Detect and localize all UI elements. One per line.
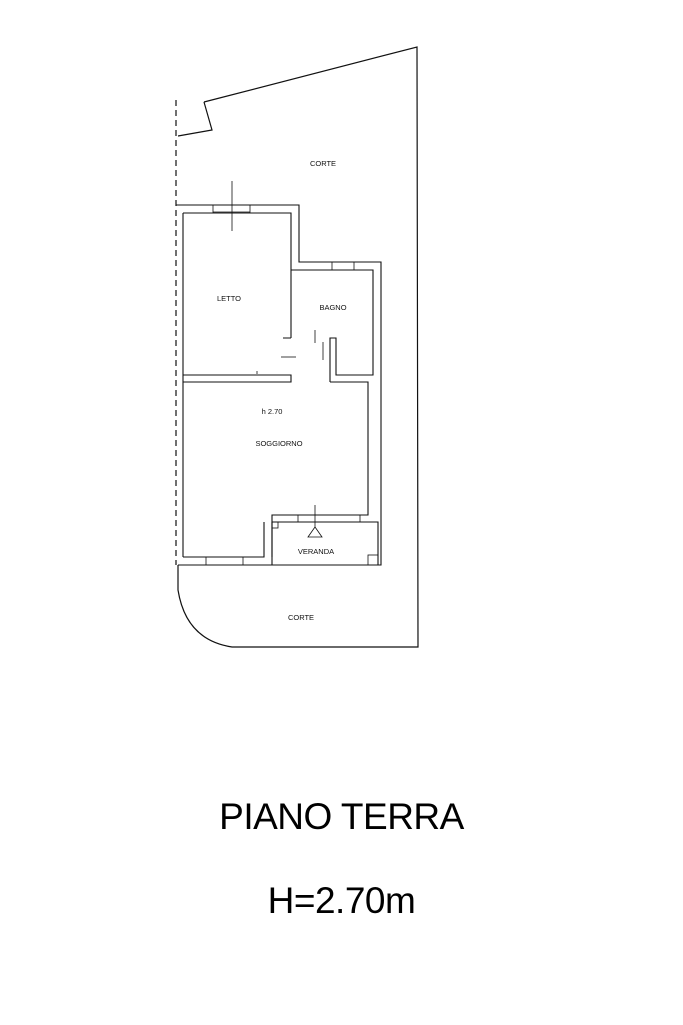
room-label-bagno: BAGNO xyxy=(319,303,346,312)
floor-plan: CORTE LETTO BAGNO h 2.70 SOGGIORNO VERAN… xyxy=(175,46,419,648)
veranda-pillar xyxy=(367,554,379,566)
ceiling-height-label: H=2.70m xyxy=(267,880,416,921)
room-label-soggiorno: SOGGIORNO xyxy=(255,439,302,448)
inner-wall-letto xyxy=(182,212,292,557)
property-boundary xyxy=(177,46,419,648)
plan-title: PIANO TERRA xyxy=(219,796,464,837)
veranda-outline xyxy=(271,521,379,565)
boundary-jog xyxy=(177,101,213,137)
height-marker: h 2.70 xyxy=(262,407,283,416)
partition-letto-soggiorno xyxy=(183,374,292,383)
room-label-veranda: VERANDA xyxy=(298,547,334,556)
room-label-corte-top: CORTE xyxy=(310,159,336,168)
entrance-arrow-icon xyxy=(307,505,323,538)
window-veranda-top xyxy=(297,514,361,523)
window-soggiorno xyxy=(205,556,244,566)
window-bagno xyxy=(331,261,355,271)
veranda-pillar xyxy=(271,521,279,529)
window-letto xyxy=(212,204,251,214)
room-label-corte-bottom: CORTE xyxy=(288,613,314,622)
inner-wall-bagno xyxy=(291,269,374,382)
room-label-letto: LETTO xyxy=(217,294,241,303)
outer-wall xyxy=(176,204,382,566)
